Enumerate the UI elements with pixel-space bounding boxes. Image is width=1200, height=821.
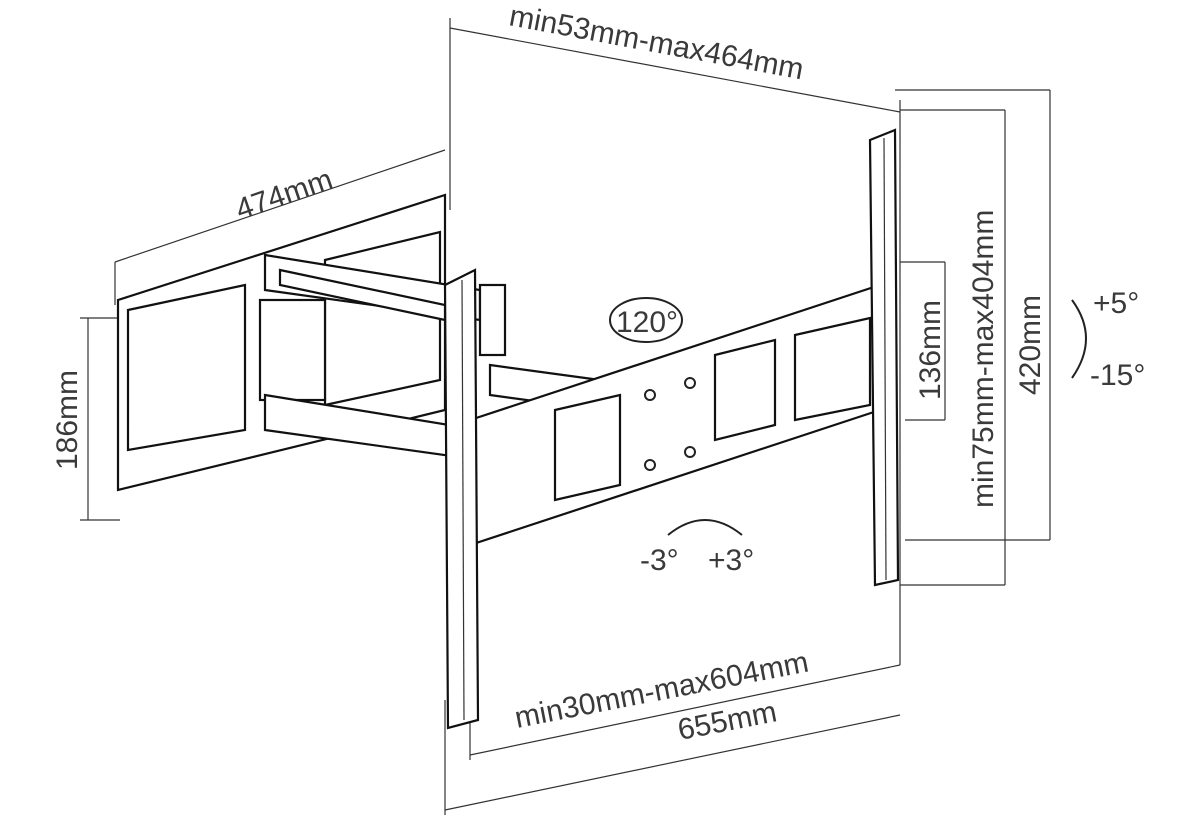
right-rail: [868, 128, 900, 587]
wall-plate-width-label: 474mm: [232, 163, 337, 227]
tilt-arrow-icon: [1071, 299, 1087, 379]
arm-extension-label: min53mm-max464mm: [507, 0, 806, 86]
vesa-vertical-label: min75mm-max404mm: [967, 210, 1000, 508]
wall-plate-height-label: 186mm: [51, 370, 84, 470]
rotate-left-label: -3°: [640, 544, 679, 577]
center-plate-height-label: 136mm: [914, 300, 947, 400]
bracket-width-label: 655mm: [675, 695, 780, 746]
dimension-lines: [80, 18, 1051, 815]
rail-height-label: 420mm: [1014, 295, 1047, 395]
tilt-down-label: -15°: [1090, 359, 1145, 392]
swivel-label: 120°: [616, 306, 678, 339]
tilt-up-label: +5°: [1093, 287, 1139, 320]
swivel-badge: [609, 297, 683, 343]
left-rail: [443, 268, 480, 730]
rotate-right-label: +3°: [708, 544, 754, 577]
cross-bar: [468, 283, 882, 547]
rotate-arrow-icon: [667, 519, 743, 536]
